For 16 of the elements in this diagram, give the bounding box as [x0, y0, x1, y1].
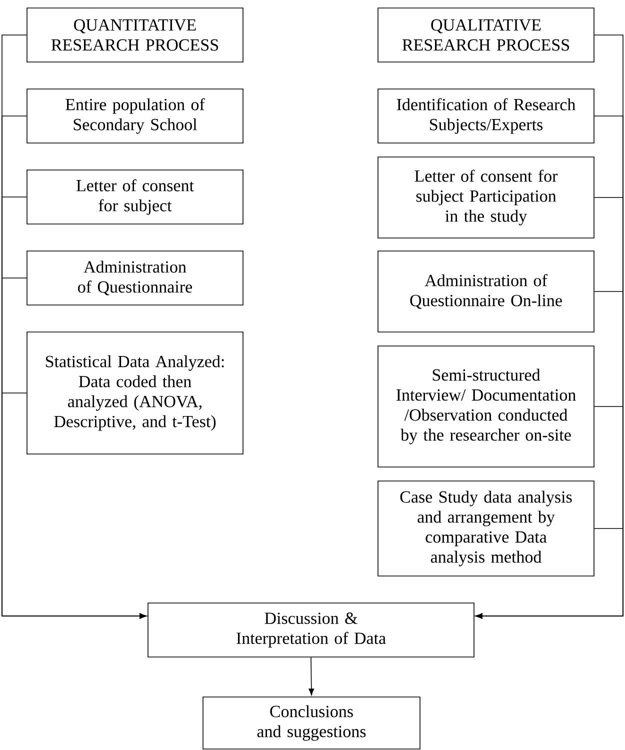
arrow: [308, 657, 314, 696]
process-box: Semi-structured Interview/ Documentation /Observation conducted by the researcher on-site: [378, 346, 594, 468]
process-box: Administration of Questionnaire On-line: [378, 250, 594, 332]
process-box: Entire population of Secondary School: [26, 88, 244, 144]
arrow: [476, 528, 624, 619]
process-box: Identification of Research Subjects/Experts: [378, 88, 594, 144]
process-box: Conclusions and suggestions: [202, 696, 420, 750]
arrow: [2, 392, 146, 619]
process-box: QUANTITATIVE RESEARCH PROCESS: [26, 8, 244, 62]
process-box: Letter of consent for subject Participation in the study: [378, 156, 594, 238]
process-box: Letter of consent for subject: [26, 170, 244, 224]
process-box: Case Study data analysis and arrangement by comparative Data analysis method: [378, 480, 594, 576]
process-box: QUALITATIVE RESEARCH PROCESS: [378, 8, 594, 62]
process-box: Statistical Data Analyzed: Data coded then analyzed (ANOVA, Descriptive, and t-Test): [26, 332, 244, 454]
process-box: Discussion & Interpretation of Data: [148, 602, 474, 658]
process-box: Administration of Questionnaire: [26, 250, 244, 306]
